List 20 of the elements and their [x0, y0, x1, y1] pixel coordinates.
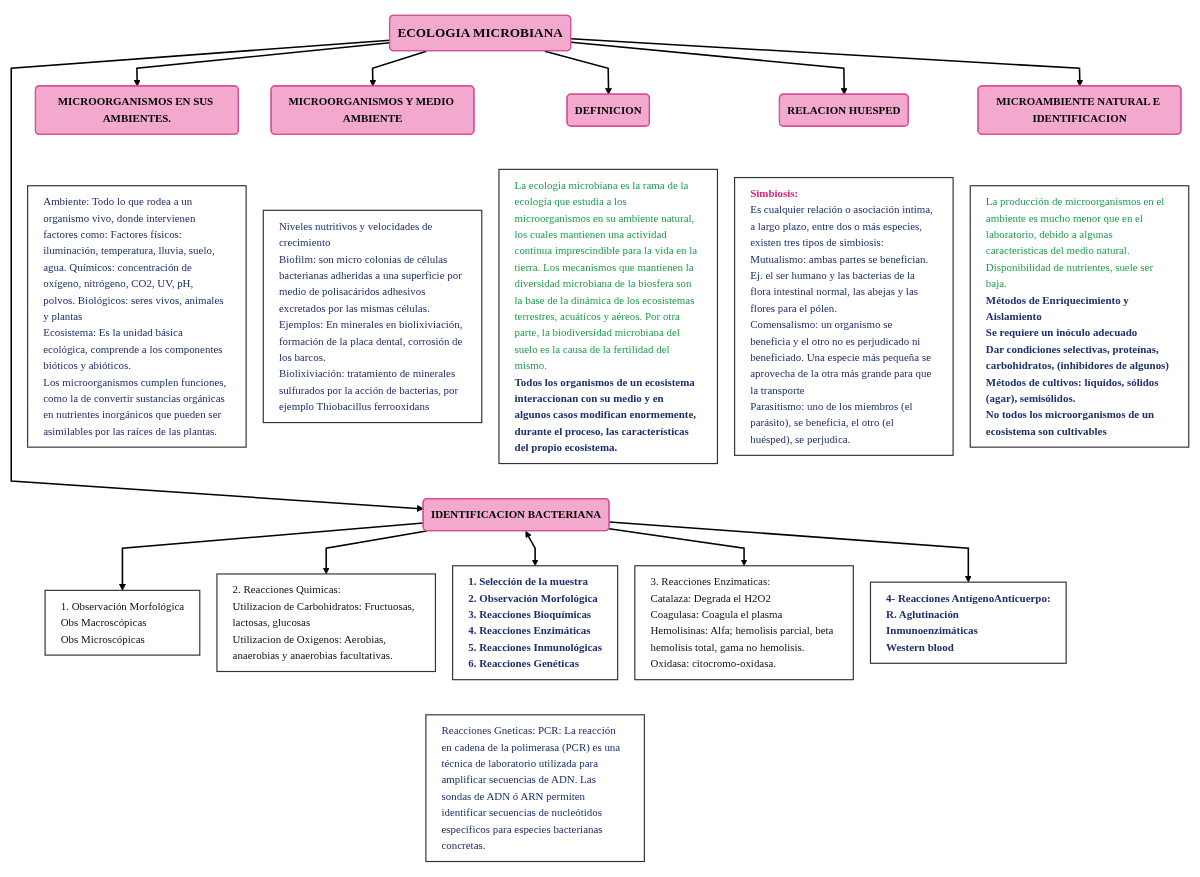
arrow	[10, 39, 424, 512]
node-box: La producción de microorganismos en el ambiente es mucho menor que en el laboratorio, debido a algunas caracteristicas del medio natural. Disponibilidad de nutrientes, suele ser baja. Métodos de Enriquecimiento y Aislamiento Se requiere un inóculo adecuado Dar condiciones selectivas, proteínas, carbohidratos, (inhibidores de algunos) Métodos de cultivos: líquidos, sólidos (agar), semisólidos. No todos los microorganismos de un ecosistema son cultivables	[969, 185, 1190, 448]
arrow	[525, 531, 539, 567]
arrow	[608, 521, 972, 583]
node-box: 2. Reacciones Quimicas: Utilizacion de Carbohidratos: Fructuosas, lactosas, glucosas Utilizacion de Oxigenos: Aerobias, anaerobias y anaerobias facultativas.	[216, 573, 437, 673]
arrow	[544, 50, 612, 95]
node-box: 4- Reacciones AntígenoAnticuerpo: R. Aglutinación Inmunoenzimáticas Western blood	[869, 581, 1067, 664]
arrow	[570, 41, 848, 95]
arrow	[608, 528, 748, 567]
node-box: Ambiente: Todo lo que rodea a un organismo vivo, donde intervienen factores como: Factores físicos: iluminación, temperatura, lluvia, suelo, agua. Químicos: concentración de oxígeno, nitrógeno, CO2, UV, pH, polvos. Biológicos: seres vivos, animales y plantas Ecosistema: Es la unidad básica ecológica, comprende a los componentes bióticos y abióticos. Los microorganismos cumplen funciones, como la de convertir sustancias orgánicas en nutrientes inorgánicos que pueden ser asimilables por las raíces de las plantas.	[27, 185, 247, 448]
node-box: La ecologia microbiana es la rama de la ecología que estudia a los microorganismos en su ambiente natural, los cuales mantienen una actividad continua imprescindible para la vida en la tierra. Los mecanismos que mantienen la diversidad microbiana de la biosfera son la base de la dinámica de los ecosistemas terrestres, acuáticos y aéreos. Por otra parte, la biodiversidad microbiana del suelo es la causa de la fertilidad del mismo. Todos los organismos de un ecosistema interaccionan con su medio y en algunos casos modifican enormemente, durante el proceso, las características del propio ecosistema.	[498, 168, 719, 465]
node-box: 1. Observación Morfológica Obs Macroscópicas Obs Microscópicas	[44, 589, 201, 656]
node-box: 3. Reacciones Enzimaticas: Catalaza: Degrada el H2O2 Coagulasa: Coagula el plasma Hemolisinas: Alfa; hemolisis parcial, beta hemolisis total, gama no hemolisis. Oxidasa: citocromo-oxidasa.	[634, 565, 854, 681]
arrow	[570, 38, 1084, 87]
arrow	[322, 530, 428, 575]
node-box: Simbiosis: Es cualquier relación o asociación intima, a largo plazo, entre dos o más especies, existen tres tipos de simbiosis: Mutualismo: ambas partes se benefician. Ej. el ser humano y las bacterias de la flora intestinal normal, las abejas y las flores para el pólen. Comensalismo: un organismo se beneficia y el otro no es perjudicado ni beneficiado. Una especie más pequeña se aprovecha de la otra más grande para que la transporte Parasitismo: uno de los miembros (el parásito), se beneficia, el otro (el huésped), se perjudica.	[734, 177, 954, 457]
node-box: Niveles nutritivos y velocidades de crecimiento Biofilm: son micro colonias de células bacterianas adheridas a una superficie por medio de polisacáridos adhesivos excretados por las mismas células. Ejemplos: En minerales en biolixiviación, formación de la placa dental, corrosión de los barcos. Biolixiviación: tratamiento de minerales sulfurados por la acción de bacterias, por ejemplo Thiobacillus ferrooxidans	[262, 209, 483, 424]
arrow	[369, 50, 428, 87]
node-box: Reacciones Gneticas: PCR: La reacción en cadena de la polimerasa (PCR) es una técnica de laboratorio utilizada para amplificar secuencias de ADN. Las sondas de ADN ó ARN permiten identificar secuencias de nucleótidos específicos para especies bacterianas concretas.	[425, 714, 645, 863]
node-box: 1. Selección de la muestra 2. Observación Morfológica 3. Reacciones Bioquímicas 4. Reacciones Enzimáticas 5. Reacciones Inmunológicas 6. Reacciones Genéticas	[452, 565, 619, 681]
